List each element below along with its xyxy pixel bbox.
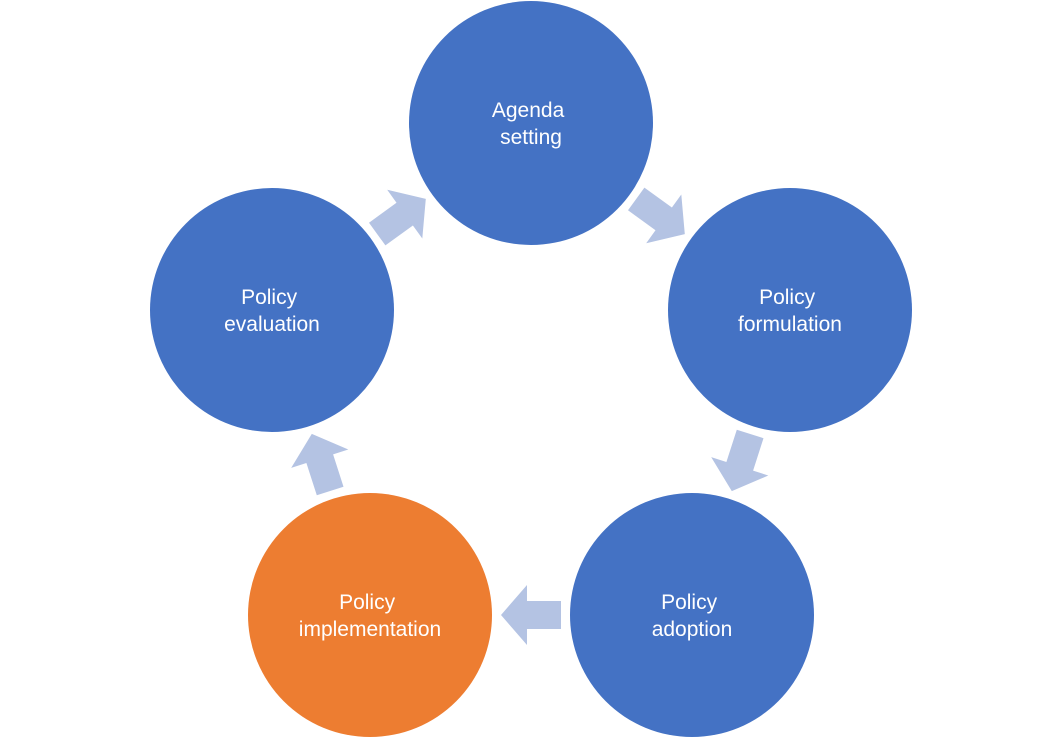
node-label-policy-adoption-line2: adoption xyxy=(652,618,733,641)
node-label-policy-implementation-line1: Policy xyxy=(339,591,396,614)
node-label-policy-evaluation-line2: evaluation xyxy=(224,313,320,336)
svg-text:Agenda setting: Agenda setting xyxy=(492,99,570,149)
node-label-policy-implementation-line2: implementation xyxy=(299,618,441,641)
node-circle-policy-adoption xyxy=(570,493,814,737)
node-label-policy-adoption-line1: Policy xyxy=(661,591,718,614)
node-label-policy-formulation-line1: Policy xyxy=(759,286,816,309)
node-policy-adoption: Policy adoption xyxy=(570,493,814,737)
node-circle-policy-implementation xyxy=(248,493,492,737)
node-label-agenda-setting-line1: Agenda xyxy=(492,99,565,122)
node-label-policy-formulation-line2: formulation xyxy=(738,313,842,336)
node-circle-policy-evaluation xyxy=(150,188,394,432)
arrow-implementation-to-evaluation xyxy=(291,433,349,496)
node-policy-evaluation: Policy evaluation xyxy=(150,188,394,432)
node-agenda-setting: Agenda setting xyxy=(409,1,653,245)
arrow-adoption-to-implementation xyxy=(501,585,561,645)
svg-text:Policy evaluation: Policy evaluation xyxy=(224,286,320,336)
arrow-evaluation-to-agenda xyxy=(369,189,426,246)
node-circle-policy-formulation xyxy=(668,188,912,432)
svg-text:Policy implementation: Policy implementation xyxy=(299,591,441,641)
node-policy-formulation: Policy formulation xyxy=(668,188,912,432)
node-label-agenda-setting-line2: setting xyxy=(500,126,562,149)
node-circle-agenda-setting xyxy=(409,1,653,245)
arrow-agenda-to-formulation xyxy=(628,187,685,244)
arrows-layer xyxy=(291,187,769,645)
svg-text:Policy adoption: Policy adoption xyxy=(652,591,733,641)
svg-text:Policy formulation: Policy formulation xyxy=(738,286,842,336)
node-policy-implementation: Policy implementation xyxy=(248,493,492,737)
node-label-policy-evaluation-line1: Policy xyxy=(241,286,298,309)
arrow-formulation-to-adoption xyxy=(711,429,769,492)
